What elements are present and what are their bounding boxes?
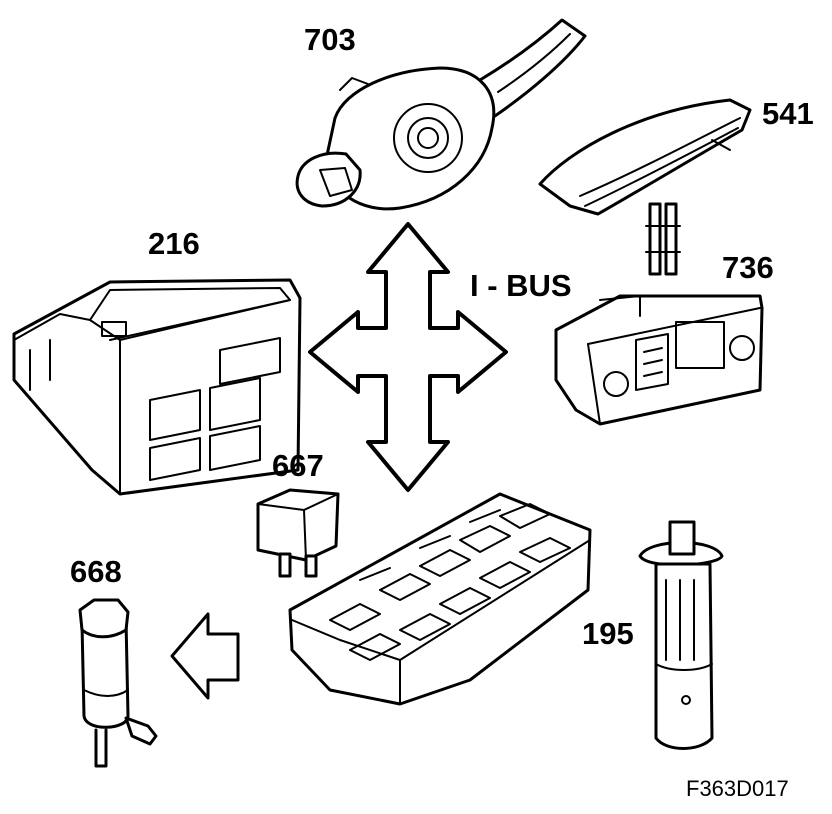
label-216: 216 bbox=[148, 226, 200, 261]
label-736: 736 bbox=[722, 250, 774, 285]
display-unit-736 bbox=[554, 294, 764, 426]
washer-pump-668 bbox=[78, 598, 158, 768]
label-703: 703 bbox=[304, 22, 356, 57]
label-668: 668 bbox=[70, 554, 122, 589]
ibus-four-way-arrow bbox=[308, 222, 508, 492]
label-667: 667 bbox=[272, 448, 324, 483]
figure-code: F363D017 bbox=[686, 776, 789, 801]
label-195: 195 bbox=[582, 616, 634, 651]
fuse-relay-box bbox=[288, 492, 592, 706]
module-541 bbox=[538, 98, 752, 216]
control-panel-216 bbox=[12, 278, 302, 496]
stalk-switch-703 bbox=[295, 18, 587, 211]
relay-667 bbox=[256, 488, 340, 578]
connector-pins bbox=[645, 202, 681, 276]
label-541: 541 bbox=[762, 96, 814, 131]
sender-unit-195 bbox=[638, 520, 724, 750]
label-ibus: I - BUS bbox=[470, 268, 572, 303]
left-pointing-arrow bbox=[170, 612, 240, 700]
